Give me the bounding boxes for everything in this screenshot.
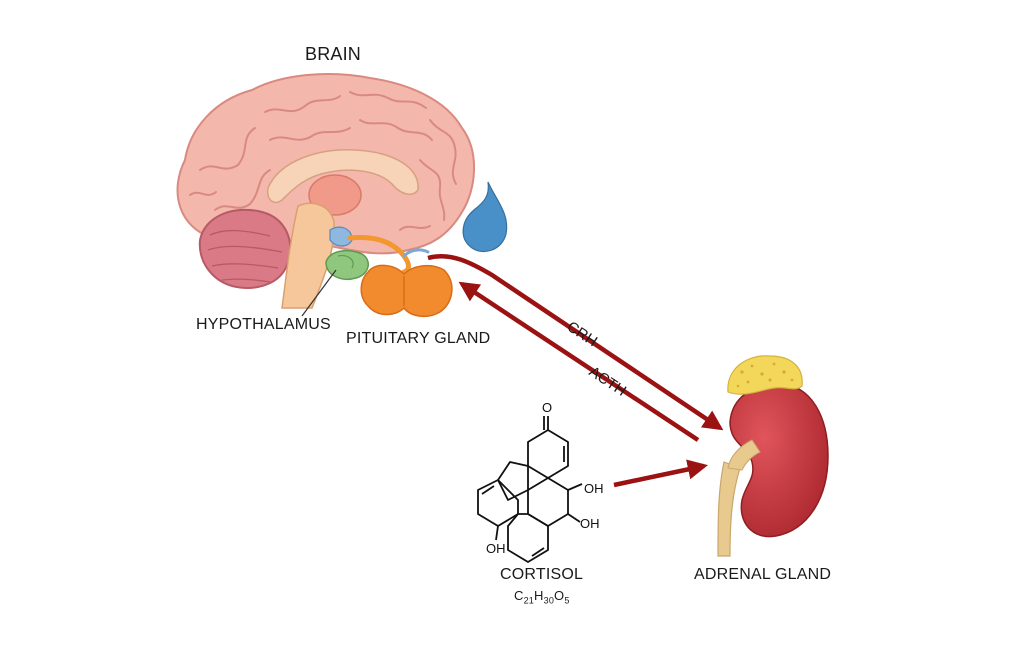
hypothalamus-label: HYPOTHALAMUS	[196, 316, 331, 333]
adrenal-gland-label: ADRENAL GLAND	[694, 566, 832, 583]
ketone-o-label: O	[542, 400, 552, 415]
crh-arrow	[427, 253, 724, 431]
oh-label-1: OH	[584, 481, 604, 496]
thalamus	[308, 174, 362, 216]
ring-bottom	[507, 513, 549, 563]
cortisol-arrow	[613, 459, 708, 488]
adrenal-gland-illustration	[717, 355, 829, 557]
pituitary-gland-shape	[360, 264, 453, 318]
ureter	[717, 461, 741, 557]
oh-label-3: OH	[486, 541, 506, 556]
hypothalamus-shape	[325, 249, 369, 280]
pituitary-gland-label: PITUITARY GLAND	[346, 330, 491, 347]
formula-c: C	[514, 588, 524, 603]
formula-o-sub: 5	[564, 595, 570, 606]
adrenal-cap	[727, 355, 803, 395]
formula-c-sub: 21	[523, 595, 535, 606]
brain-label: BRAIN	[305, 44, 362, 64]
ring-top	[527, 429, 569, 479]
cerebellum-folds	[207, 229, 283, 283]
cortisol-molecule	[477, 416, 583, 563]
brainstem	[281, 202, 335, 309]
ring-center	[497, 461, 529, 501]
formula-h: H	[534, 588, 544, 603]
oh-label-2: OH	[580, 516, 600, 531]
brain-gyri	[189, 91, 457, 231]
adrenal-dots	[736, 362, 794, 388]
ring-middle-right	[527, 477, 569, 527]
cortisol-formula: C21H30O5	[514, 588, 570, 606]
formula-h-sub: 30	[543, 595, 555, 606]
brain-illustration	[176, 73, 508, 318]
molecule-atom-labels: O OH OH OH	[486, 400, 604, 556]
renal-pelvis	[727, 439, 761, 471]
hormone-arrows: CRH ACTH	[427, 253, 724, 488]
hormone-drop	[462, 181, 508, 253]
formula-o: O	[554, 588, 565, 603]
hypothalamus-leader	[301, 269, 337, 317]
ring-left	[477, 479, 519, 527]
acth-arrow	[458, 281, 700, 442]
cortisol-label: CORTISOL	[500, 566, 584, 583]
acth-label: ACTH	[586, 363, 629, 400]
kidney	[729, 383, 829, 538]
corpus-callosum	[266, 149, 419, 204]
